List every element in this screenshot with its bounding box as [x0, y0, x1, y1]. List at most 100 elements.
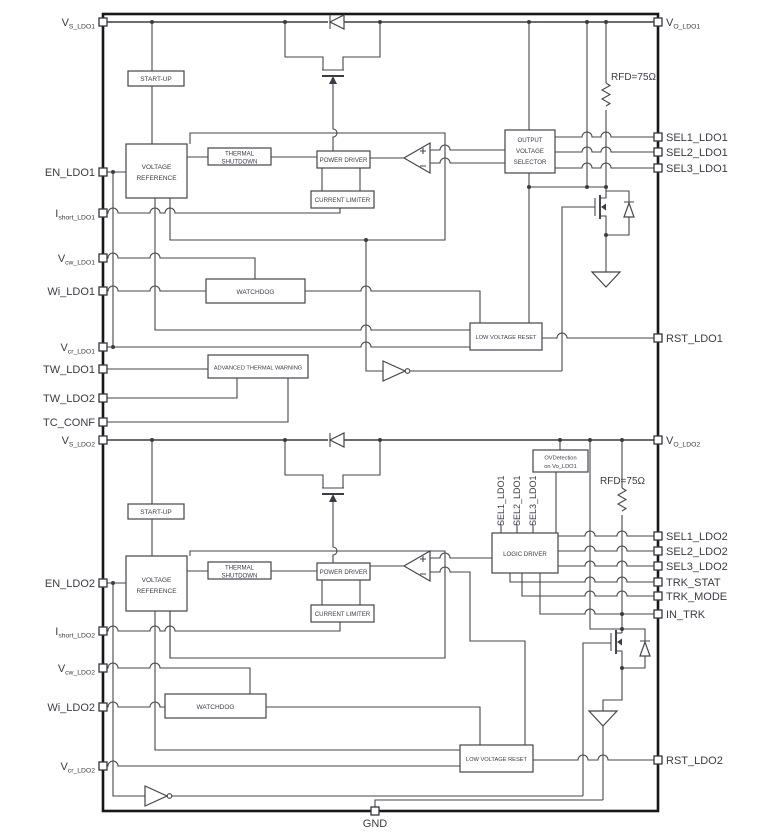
voltage-reference-block-2 — [125, 555, 188, 612]
feedback-loop-wire — [169, 132, 446, 241]
buffer-icon-1 — [382, 360, 407, 382]
ldo2-blocks: START-UP VOLTAGE REFERENCE THERMAL SHUTD… — [125, 449, 646, 807]
thermal-label-2b: SHUTDOWN — [222, 573, 258, 580]
watchdog-label-2: WATCHDOG — [197, 704, 235, 711]
current-limiter-block-2 — [310, 604, 375, 623]
body-diode-icon — [623, 201, 635, 218]
pin-label-vo-ldo2: VO_LDO2 — [666, 435, 700, 449]
pin-rst-ldo2 — [653, 755, 663, 765]
reverse-diode-icon — [328, 432, 345, 448]
chip-boundary — [101, 12, 660, 813]
right-pins: VO_LDO1 SEL1_LDO1 SEL2_LDO1 SEL3_LDO1 RS… — [653, 17, 728, 767]
pin-label-tw-ldo1: TW_LDO1 — [43, 364, 95, 376]
lvr-label-1: LOW VOLTAGE RESET — [475, 335, 537, 341]
bottom-pins: GND — [363, 806, 387, 830]
amp-sense-wire — [430, 566, 526, 745]
vref-label-2b: REFERENCE — [136, 588, 177, 595]
advanced-thermal-warning-block — [207, 354, 309, 379]
ov-detection-block — [532, 449, 589, 473]
sel1-ldo1-wire — [555, 131, 654, 138]
ldo2-wiring — [107, 432, 654, 807]
pin-label-rst-ldo1: RST_LDO1 — [666, 333, 723, 345]
atw-label: ADVANCED THERMAL WARNING — [214, 366, 302, 372]
pin-label-en-ldo1: EN_LDO1 — [45, 167, 95, 179]
pin-label-en-ldo2: EN_LDO2 — [45, 578, 95, 590]
wire-segment — [154, 611, 460, 751]
ovs-label-2: VOLTAGE — [516, 148, 544, 155]
vref-label-2: VOLTAGE — [142, 577, 172, 584]
sel3-ldo1-wire — [555, 162, 654, 169]
pin-vcw-ldo2 — [98, 663, 108, 673]
pin-sel3-ldo2 — [653, 561, 663, 571]
ovdet-label-1: OVDetection — [544, 456, 576, 462]
sel1-ldo1-input-label: SEL1_LDO1 — [496, 475, 506, 526]
power-driver-label-2: POWER DRIVER — [320, 569, 368, 576]
pin-sel1-ldo1 — [653, 132, 663, 142]
rfd-label-2: RFD=75Ω — [600, 476, 646, 487]
lvr-label-2: LOW VOLTAGE RESET — [466, 757, 528, 763]
sel2-ldo2-wire — [558, 545, 654, 552]
ovdet-label-2: on Vo_LDO1 — [544, 464, 577, 470]
pin-label-vs-ldo1: VS_LDO1 — [62, 17, 96, 31]
current-limiter-label-2: CURRENT LIMITER — [315, 611, 371, 618]
error-amp-icon-2 — [402, 549, 431, 583]
amp-plus-minus-marks — [420, 148, 426, 167]
ground-symbol-icon — [587, 710, 619, 727]
pin-label-trk-mode: TRK_MODE — [666, 591, 727, 603]
watchdog-out-wire — [266, 706, 481, 745]
low-voltage-reset-block-1 — [469, 322, 543, 351]
wire-segment — [112, 583, 145, 797]
pin-vs-ldo2 — [98, 435, 108, 445]
pin-sel2-ldo2 — [653, 546, 663, 556]
wire-segment — [321, 168, 361, 191]
pin-gnd — [370, 806, 380, 816]
thermal-shutdown-block-1 — [207, 147, 272, 166]
thermal-shutdown-block-2 — [207, 561, 272, 580]
ldo1-wiring — [107, 14, 654, 423]
sel2-ldo1-wire — [555, 146, 654, 153]
current-limiter-label-1: CURRENT LIMITER — [315, 197, 371, 204]
thermal-label-1b: SHUTDOWN — [222, 159, 258, 166]
vcw-ldo1-wire — [107, 252, 256, 279]
pin-label-ishort-ldo2: Ishort_LDO2 — [55, 626, 95, 640]
output-voltage-selector-block — [504, 129, 556, 174]
startup-label-2: START-UP — [140, 509, 172, 516]
pin-label-sel3-ldo2: SEL3_LDO2 — [666, 561, 728, 573]
tw-ldo2-wire — [107, 378, 238, 399]
gnd-wire — [374, 799, 603, 807]
watchdog-block-2 — [164, 693, 267, 719]
pin-label-vs-ldo2: VS_LDO2 — [62, 435, 96, 449]
pin-rst-ldo1 — [653, 333, 663, 343]
ovs-label-3: SELECTOR — [514, 159, 547, 166]
body-diode-icon — [639, 640, 651, 657]
pin-vo-ldo2 — [653, 435, 663, 445]
vref-label-1: VOLTAGE — [142, 164, 172, 171]
inverter-bubble-icon — [404, 368, 411, 374]
vref-label-1b: REFERENCE — [136, 175, 177, 182]
low-voltage-reset-block-2 — [459, 744, 534, 773]
vcr-ldo1-wire — [107, 341, 470, 348]
amp-plus-minus-marks — [420, 556, 426, 575]
wire-segment — [284, 22, 381, 70]
pin-label-ishort-ldo1: Ishort_LDO1 — [55, 208, 95, 222]
buffer-input-wire — [365, 240, 383, 372]
watchdog-out-wire — [305, 285, 481, 323]
rfd-resistor-2 — [616, 440, 628, 634]
pin-label-vcw-ldo1: Vcw_LDO1 — [58, 253, 95, 267]
power-driver-block-1 — [316, 150, 371, 169]
pin-label-wi-ldo2: Wi_LDO2 — [47, 702, 95, 714]
pin-label-vcr-ldo2: Vcr_LDO2 — [60, 761, 95, 775]
pin-tw-ldo1 — [98, 364, 108, 374]
vcr-ldo2-wire — [107, 760, 460, 767]
mosfet-arrow-icon — [617, 638, 622, 646]
mosfet-arrow-icon — [329, 494, 337, 502]
pin-label-sel1-ldo2: SEL1_LDO2 — [666, 531, 728, 543]
wire-segment — [321, 580, 361, 605]
ground-symbol-icon — [590, 271, 622, 288]
pin-vs-ldo1 — [98, 17, 108, 27]
gate-drive-wire — [332, 88, 338, 151]
wi-ldo1-wire — [107, 285, 206, 292]
wire-segment — [529, 22, 606, 188]
pin-label-tc-conf: TC_CONF — [43, 417, 95, 429]
